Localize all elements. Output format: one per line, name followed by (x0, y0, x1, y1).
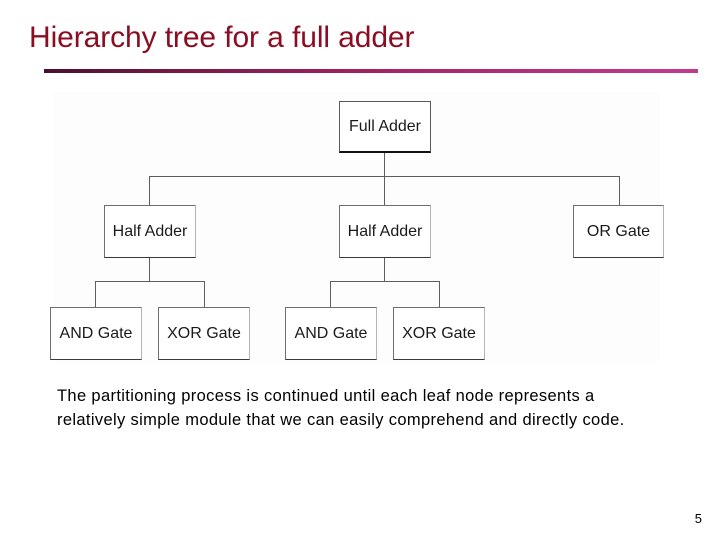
edge-half-adder-1-stem (149, 258, 150, 281)
edge-sub-bus-middle (330, 281, 439, 282)
edge-to-and-gate-1 (95, 281, 96, 307)
edge-half-adder-2-stem (384, 258, 385, 281)
edge-sub-bus-left (95, 281, 204, 282)
tree-node-xor-gate-1[interactable]: XOR Gate (158, 307, 250, 360)
edge-to-xor-gate-1 (204, 281, 205, 307)
tree-node-full-adder[interactable]: Full Adder (339, 101, 431, 153)
tree-node-half-adder-1[interactable]: Half Adder (104, 205, 196, 258)
tree-node-and-gate-1[interactable]: AND Gate (50, 307, 142, 360)
hierarchy-tree-diagram: Full Adder Half Adder Half Adder OR Gate… (50, 92, 664, 362)
title-divider-rule (44, 69, 698, 73)
edge-to-half-adder-1 (149, 176, 150, 205)
tree-node-xor-gate-2[interactable]: XOR Gate (393, 307, 485, 360)
edge-to-or-gate (619, 176, 620, 205)
body-paragraph: The partitioning process is continued un… (57, 387, 625, 429)
edge-main-bus (149, 176, 619, 177)
edge-to-xor-gate-2 (439, 281, 440, 307)
edge-root-stem (384, 153, 385, 205)
tree-node-or-gate[interactable]: OR Gate (573, 205, 664, 258)
tree-node-and-gate-2[interactable]: AND Gate (285, 307, 377, 360)
page-title: Hierarchy tree for a full adder (29, 21, 415, 54)
page-number: 5 (694, 511, 702, 526)
tree-node-half-adder-2[interactable]: Half Adder (339, 205, 431, 258)
edge-to-and-gate-2 (330, 281, 331, 307)
